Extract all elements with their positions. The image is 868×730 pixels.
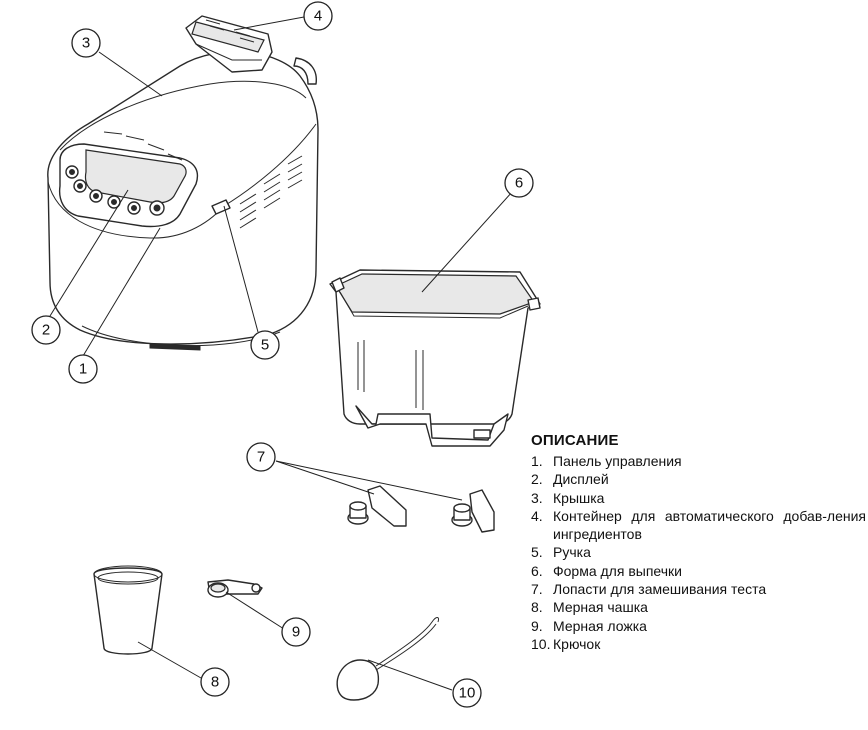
callout-1: 1: [68, 354, 98, 384]
callout-10: 10: [452, 678, 482, 708]
list-item: 1. Панель управления: [531, 452, 866, 470]
baking-pan: [329, 269, 541, 447]
callout-10-label: 10: [459, 685, 476, 702]
hook: [336, 617, 439, 701]
callout-3: 3: [71, 28, 101, 58]
side-vents: [239, 155, 303, 229]
item-text: Панель управления: [553, 453, 682, 469]
callout-5: 5: [250, 330, 280, 360]
item-text: Дисплей: [553, 471, 609, 488]
list-item: 5. Ручка: [531, 543, 866, 561]
callout-1-label: 1: [79, 361, 87, 378]
item-number: 10.: [531, 635, 551, 652]
callout-4-label: 4: [314, 8, 322, 25]
list-item: 10.Крючок: [531, 635, 866, 653]
item-number: 4.: [531, 507, 543, 524]
description-list: 1. Панель управления 2. Дисплей 3. Крышка 4…: [531, 452, 866, 653]
callout-8: 8: [200, 667, 230, 697]
item-text: Лопасти для замешивания теста: [553, 581, 767, 598]
callout-2-label: 2: [42, 322, 50, 339]
callout-4: 4: [303, 1, 333, 31]
callout-5-label: 5: [261, 337, 269, 354]
list-item: 4. Контейнер для автоматического добав-ле…: [531, 507, 866, 544]
measuring-spoon: [207, 579, 263, 598]
description-legend: ОПИСАНИЕ 1. Панель управления 2. Дисплей 3…: [531, 432, 866, 653]
item-number: 3.: [531, 489, 543, 506]
item-text: Мерная чашка: [553, 599, 648, 616]
bread-maker: [47, 15, 319, 351]
callout-6-label: 6: [515, 175, 523, 192]
list-item: 6. Форма для выпечки: [531, 562, 866, 580]
callout-2: 2: [31, 315, 61, 345]
item-number: 2.: [531, 471, 543, 488]
callout-9-label: 9: [292, 624, 300, 641]
leader-lines: [49, 16, 513, 691]
callout-6: 6: [504, 168, 534, 198]
item-text: Форма для выпечки: [553, 562, 682, 579]
item-number: 1.: [531, 453, 543, 469]
list-item: 8. Мерная чашка: [531, 598, 866, 616]
callout-8-label: 8: [211, 674, 219, 691]
list-item: 7. Лопасти для замешивания теста: [531, 580, 866, 598]
callout-9: 9: [281, 617, 311, 647]
callout-7: 7: [246, 442, 276, 472]
item-text: Крышка: [553, 489, 605, 506]
kneading-paddles: [347, 485, 495, 533]
item-number: 9.: [531, 617, 543, 634]
callout-7-label: 7: [257, 449, 265, 466]
list-item: 9. Мерная ложка: [531, 617, 866, 635]
item-text: Контейнер для автоматического добав-лени…: [553, 507, 866, 543]
item-text: Крючок: [553, 635, 601, 652]
item-text: Ручка: [553, 544, 591, 561]
measuring-cup: [93, 565, 163, 655]
item-text: Мерная ложка: [553, 617, 647, 634]
list-item: 3. Крышка: [531, 489, 866, 507]
item-number: 5.: [531, 544, 543, 561]
description-heading: ОПИСАНИЕ: [531, 432, 619, 449]
item-number: 8.: [531, 599, 543, 616]
list-item: 2. Дисплей: [531, 470, 866, 488]
item-number: 7.: [531, 581, 543, 598]
callout-3-label: 3: [82, 35, 90, 52]
item-number: 6.: [531, 562, 543, 579]
